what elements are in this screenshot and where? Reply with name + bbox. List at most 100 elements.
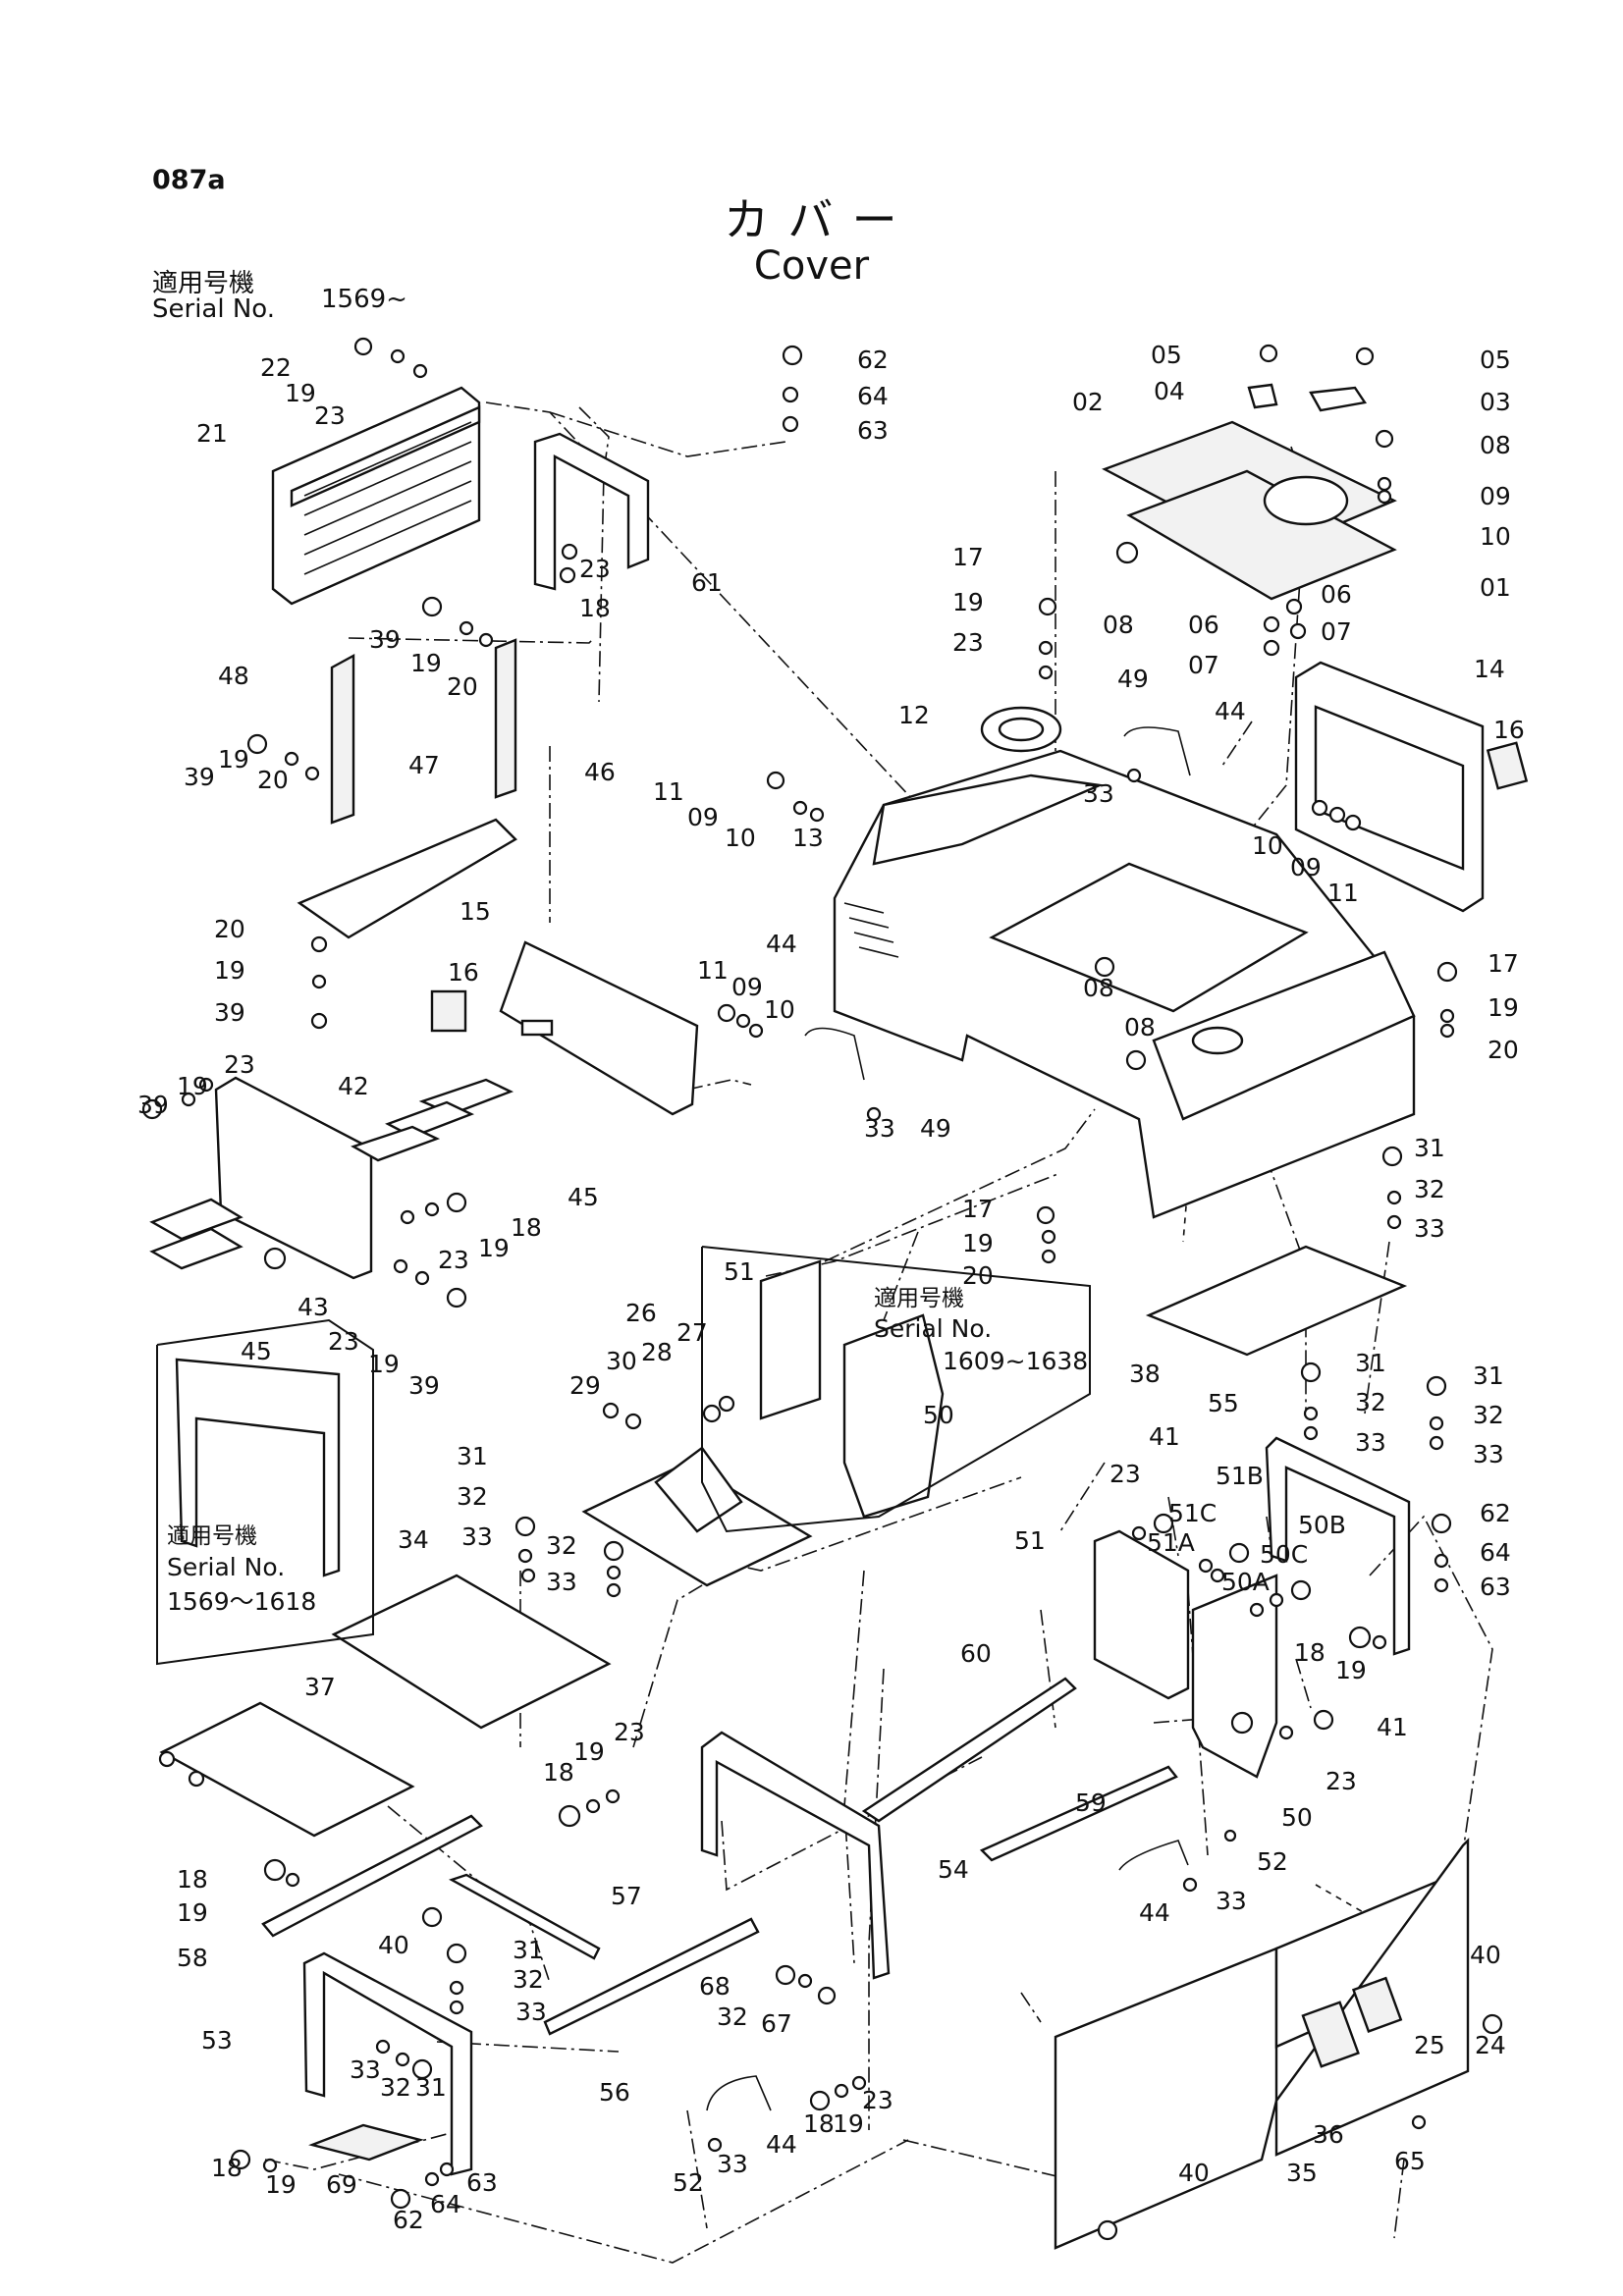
part-number-05: 05 [1480,346,1511,374]
part-number-64: 64 [857,382,889,410]
part-number-11: 11 [653,777,684,806]
part-61-frame [533,432,650,591]
part-number-09: 09 [731,973,763,1001]
part-number-02: 02 [1072,388,1104,416]
part-number-63: 63 [466,2168,498,2197]
part-number-21: 21 [196,419,228,448]
part-number-10: 10 [1252,831,1283,860]
part-59-bar [979,1765,1178,1862]
part-number-09: 09 [687,803,719,831]
inset2-serial-label-jp: 適用号機 [167,1523,257,1549]
part-38-plate [1145,1245,1408,1357]
part-number-12: 12 [898,701,930,729]
part-number-31: 31 [1355,1349,1386,1377]
part-number-31: 31 [513,1936,544,1964]
part-number-23: 23 [1109,1460,1141,1488]
part-number-40: 40 [1178,2159,1210,2187]
part-number-42: 42 [338,1072,369,1100]
part-51-panel [1093,1529,1190,1700]
part-14-side-door [1294,661,1485,913]
part-number-25: 25 [1414,2031,1445,2059]
part-number-32: 32 [717,2002,748,2031]
part-number-10: 10 [1480,522,1511,551]
part-number-49: 49 [1117,665,1149,693]
part-number-58: 58 [177,1944,208,1972]
part-number-31: 31 [415,2073,447,2102]
part-number-23: 23 [579,555,611,583]
part-12-filler-ring [980,706,1062,753]
part-55-frame [1265,1436,1411,1656]
part-number-33: 33 [1083,779,1114,808]
part-number-46: 46 [584,758,616,786]
part-number-50C: 50C [1260,1540,1308,1569]
part-number-55: 55 [1208,1389,1239,1417]
part-16-lock [1486,741,1529,790]
part-number-18: 18 [579,594,611,622]
part-number-14: 14 [1474,655,1505,683]
part-number-67: 67 [761,2009,792,2038]
part-number-47: 47 [408,751,440,779]
part-60-bar [861,1677,1077,1823]
part-number-50B: 50B [1298,1511,1346,1539]
serial-range: 1569~ [321,285,407,314]
part-number-33: 33 [1414,1214,1445,1243]
part-number-39: 39 [214,998,245,1027]
part-number-05: 05 [1151,341,1182,369]
part-number-19: 19 [962,1229,994,1257]
part-number-53: 53 [201,2026,233,2055]
part-number-31: 31 [1414,1134,1445,1162]
part-34-plate [331,1574,612,1730]
part-number-19: 19 [218,745,249,774]
inset2-serial-range: 1569～1618 [167,1587,316,1616]
part-number-61: 61 [691,568,723,597]
part-number-08: 08 [1480,431,1511,459]
part-number-40: 40 [378,1931,409,1959]
part-number-18: 18 [543,1758,574,1787]
part-number-19: 19 [285,379,316,407]
part-number-19: 19 [1335,1656,1367,1684]
part-number-32: 32 [380,2073,411,2102]
part-number-49: 49 [920,1114,951,1143]
part-number-64: 64 [1480,1538,1511,1567]
part-24-35-doors [1054,1838,1470,2250]
part-number-32: 32 [546,1531,577,1560]
part-47-bracket [297,818,517,939]
part-26-cover-assembly [581,1446,813,1587]
part-number-19: 19 [1488,993,1519,1022]
part-number-69: 69 [326,2170,357,2199]
part-number-08: 08 [1103,611,1134,639]
part-54-frame [700,1731,891,1980]
part-number-51C: 51C [1168,1499,1217,1527]
part-number-32: 32 [457,1482,488,1511]
part-number-59: 59 [1075,1789,1107,1817]
part-number-19: 19 [214,956,245,985]
part-number-39: 39 [408,1371,440,1400]
part-number-20: 20 [214,915,245,943]
part-number-26: 26 [625,1299,657,1327]
part-number-29: 29 [569,1371,601,1400]
part-03-04-latch [1247,383,1368,412]
part-number-22: 22 [260,353,292,382]
inset-box-1609-1638: 適用号機 Serial No. 1609~1638 [701,1246,1091,1533]
part-number-08: 08 [1083,974,1114,1002]
part-number-32: 32 [1414,1175,1445,1203]
part-number-33: 33 [1355,1428,1386,1457]
part-number-45: 45 [568,1183,599,1211]
part-number-07: 07 [1188,651,1219,679]
title-japanese: カ バ ー [724,193,899,246]
part-number-54: 54 [938,1855,969,1884]
part-number-18: 18 [1294,1638,1325,1667]
part-56-bar [543,1917,760,2036]
part-number-33: 33 [1216,1887,1247,1915]
part-45-pads [149,1078,514,1270]
part-number-10: 10 [725,824,756,852]
serial-label-english: Serial No. [152,294,275,324]
part-number-23: 23 [438,1246,469,1274]
part-number-44: 44 [1215,697,1246,725]
part-callouts: 2219232162646323186105040503020809100106… [137,341,1525,2234]
part-number-39: 39 [137,1091,169,1119]
part-number-23: 23 [614,1718,645,1746]
part-number-44: 44 [766,930,797,958]
part-37-tray [158,1701,415,1838]
part-number-30: 30 [606,1347,637,1375]
